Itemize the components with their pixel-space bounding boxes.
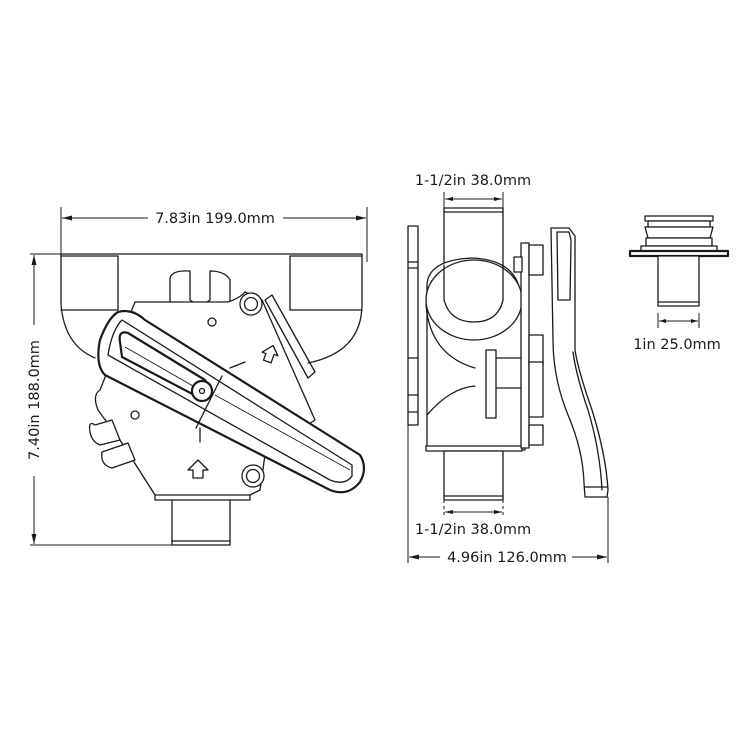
outlet-label: 1in 25.0mm bbox=[633, 337, 721, 353]
outlet-dimension: 1in 25.0mm bbox=[633, 313, 721, 353]
bottom-port-dimension: 1-1/2in 38.0mm bbox=[415, 510, 531, 538]
width-dimension: 7.83in 199.0mm bbox=[60, 207, 368, 262]
top-port-dimension: 1-1/2in 38.0mm bbox=[415, 173, 531, 208]
depth-label: 4.96in 126.0mm bbox=[447, 550, 567, 566]
bottom-port-label: 1-1/2in 38.0mm bbox=[415, 522, 531, 538]
height-dimension: 7.40in 188.0mm bbox=[27, 253, 175, 546]
height-label: 7.40in 188.0mm bbox=[27, 340, 43, 460]
depth-dimension: 4.96in 126.0mm bbox=[407, 425, 609, 566]
front-view: 7.83in 199.0mm 7.40in 188.0mm bbox=[27, 207, 368, 546]
fitting-view: 1in 25.0mm bbox=[628, 215, 730, 353]
width-label: 7.83in 199.0mm bbox=[155, 211, 275, 227]
handle-side-profile bbox=[550, 227, 609, 498]
handle-lever bbox=[97, 309, 366, 494]
top-port-label: 1-1/2in 38.0mm bbox=[415, 173, 531, 189]
side-view: 1-1/2in 38.0mm bbox=[407, 173, 609, 566]
